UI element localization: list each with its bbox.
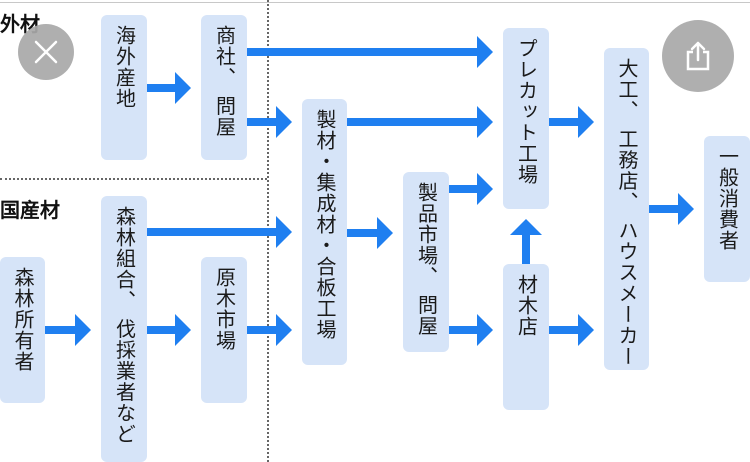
section-label-domestic: 国産材 bbox=[0, 198, 60, 222]
node-product-market: 製品市場、 問屋 bbox=[403, 172, 449, 352]
node-sawmill: 製材・集成材・合板工場 bbox=[302, 99, 347, 365]
close-icon bbox=[34, 40, 58, 64]
node-log-market: 原木市場 bbox=[201, 257, 247, 403]
node-label: 製材・集成材・合板工場 bbox=[313, 109, 337, 340]
node-label: 森林所有者 bbox=[11, 267, 35, 372]
node-overseas-origin: 海外産地 bbox=[101, 15, 147, 160]
node-label: 大工、 工務店、 ハウスメーカー bbox=[615, 58, 639, 367]
node-trading-company: 商社、 問屋 bbox=[201, 15, 247, 160]
node-builders: 大工、 工務店、 ハウスメーカー bbox=[604, 48, 649, 370]
node-label: 原木市場 bbox=[212, 267, 237, 351]
node-lumber-store: 材木店 bbox=[503, 264, 549, 410]
node-forest-owner: 森林所有者 bbox=[0, 257, 45, 403]
node-label: 海外産地 bbox=[112, 25, 137, 109]
close-button[interactable] bbox=[18, 24, 74, 80]
node-label: 製品市場、 問屋 bbox=[414, 182, 439, 337]
node-label: プレカット工場 bbox=[514, 38, 539, 185]
top-border bbox=[0, 2, 750, 3]
divider-horizontal bbox=[0, 178, 267, 180]
share-icon bbox=[686, 41, 710, 71]
node-label: 森林組合、 伐採業者など bbox=[112, 206, 137, 445]
node-precut-factory: プレカット工場 bbox=[503, 28, 549, 209]
node-forest-union: 森林組合、 伐採業者など bbox=[101, 196, 147, 462]
node-consumer: 一般消費者 bbox=[704, 136, 750, 282]
share-button[interactable] bbox=[662, 20, 734, 92]
node-label: 材木店 bbox=[514, 274, 539, 337]
node-label: 商社、 問屋 bbox=[212, 25, 237, 138]
node-label: 一般消費者 bbox=[715, 146, 740, 251]
